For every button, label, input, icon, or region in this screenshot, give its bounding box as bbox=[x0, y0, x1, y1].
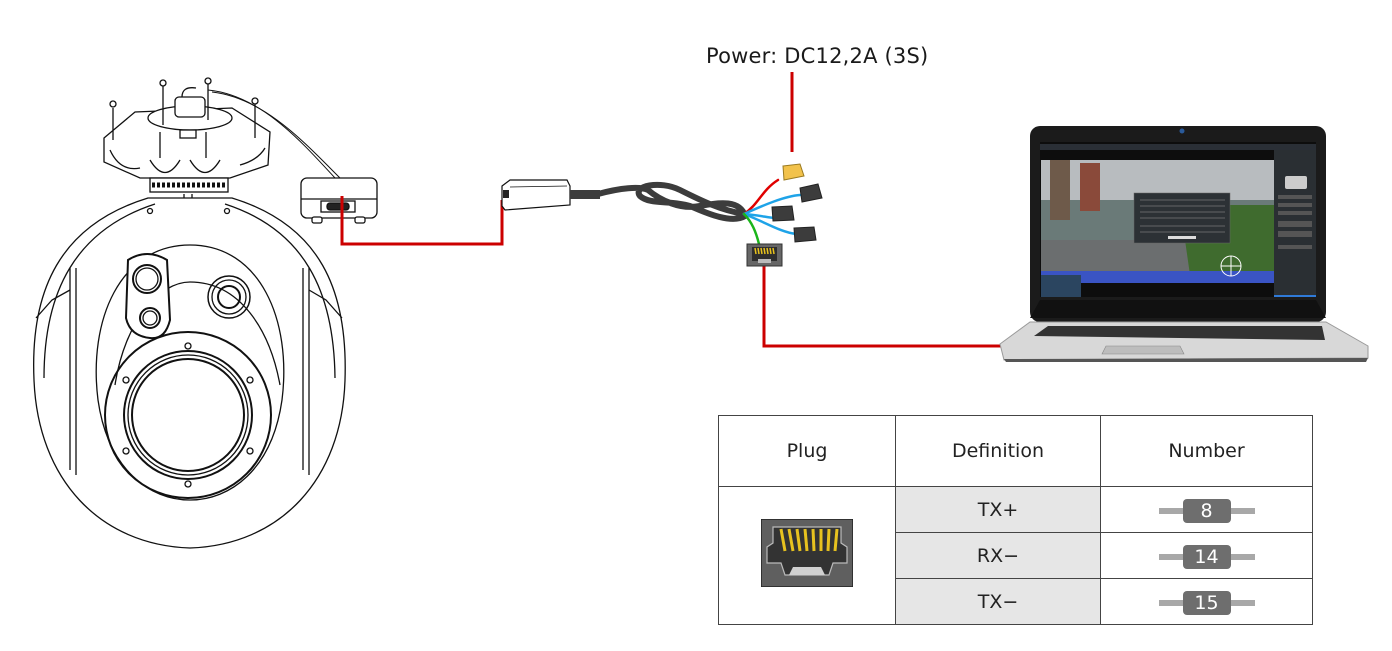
pin-definition-table: Plug Definition Number TX+ bbox=[718, 415, 1313, 625]
signal-connectors bbox=[771, 183, 823, 243]
header-definition: Definition bbox=[895, 415, 1101, 487]
control-box-to-adapter-line bbox=[340, 196, 504, 246]
gimbal-camera bbox=[33, 77, 346, 549]
rj45-port bbox=[746, 243, 783, 267]
header-plug: Plug bbox=[718, 415, 896, 487]
number-cell: 8 bbox=[1100, 486, 1313, 533]
table-header-row: Plug Definition Number bbox=[718, 415, 1313, 487]
definition-cell: RX− bbox=[895, 532, 1101, 579]
laptop-screen-app bbox=[1040, 144, 1316, 297]
number-cell: 15 bbox=[1100, 578, 1313, 625]
definition-cell: TX+ bbox=[895, 486, 1101, 533]
xt60-connector bbox=[782, 163, 805, 181]
table-row: RX− 14 bbox=[719, 532, 1313, 579]
rj45-to-laptop-line bbox=[762, 264, 1004, 348]
pin-badge: 8 bbox=[1182, 498, 1231, 523]
breakout-cable bbox=[595, 178, 802, 246]
network-adapter bbox=[501, 179, 600, 211]
table-row: TX− 15 bbox=[719, 578, 1313, 625]
connection-lines bbox=[340, 72, 1004, 348]
mount-plate bbox=[103, 77, 271, 179]
table-row: TX+ 8 bbox=[718, 486, 1313, 625]
pin-number: 8 bbox=[1158, 498, 1255, 523]
plug-cell bbox=[718, 486, 896, 625]
power-label: Power: DC12,2A (3S) bbox=[706, 44, 929, 68]
pin-badge: 15 bbox=[1182, 590, 1231, 615]
header-number: Number bbox=[1100, 415, 1313, 487]
gimbal-control-box bbox=[300, 177, 378, 224]
rj45-port-icon bbox=[760, 518, 854, 588]
number-cell: 14 bbox=[1100, 532, 1313, 579]
keyboard bbox=[1034, 326, 1325, 340]
pin-number: 14 bbox=[1158, 544, 1255, 569]
laptop-ground-station bbox=[999, 126, 1369, 362]
pin-number: 15 bbox=[1158, 590, 1255, 615]
pin-badge: 14 bbox=[1182, 544, 1231, 569]
definition-cell: TX− bbox=[895, 578, 1101, 625]
trackpad bbox=[1101, 345, 1185, 355]
